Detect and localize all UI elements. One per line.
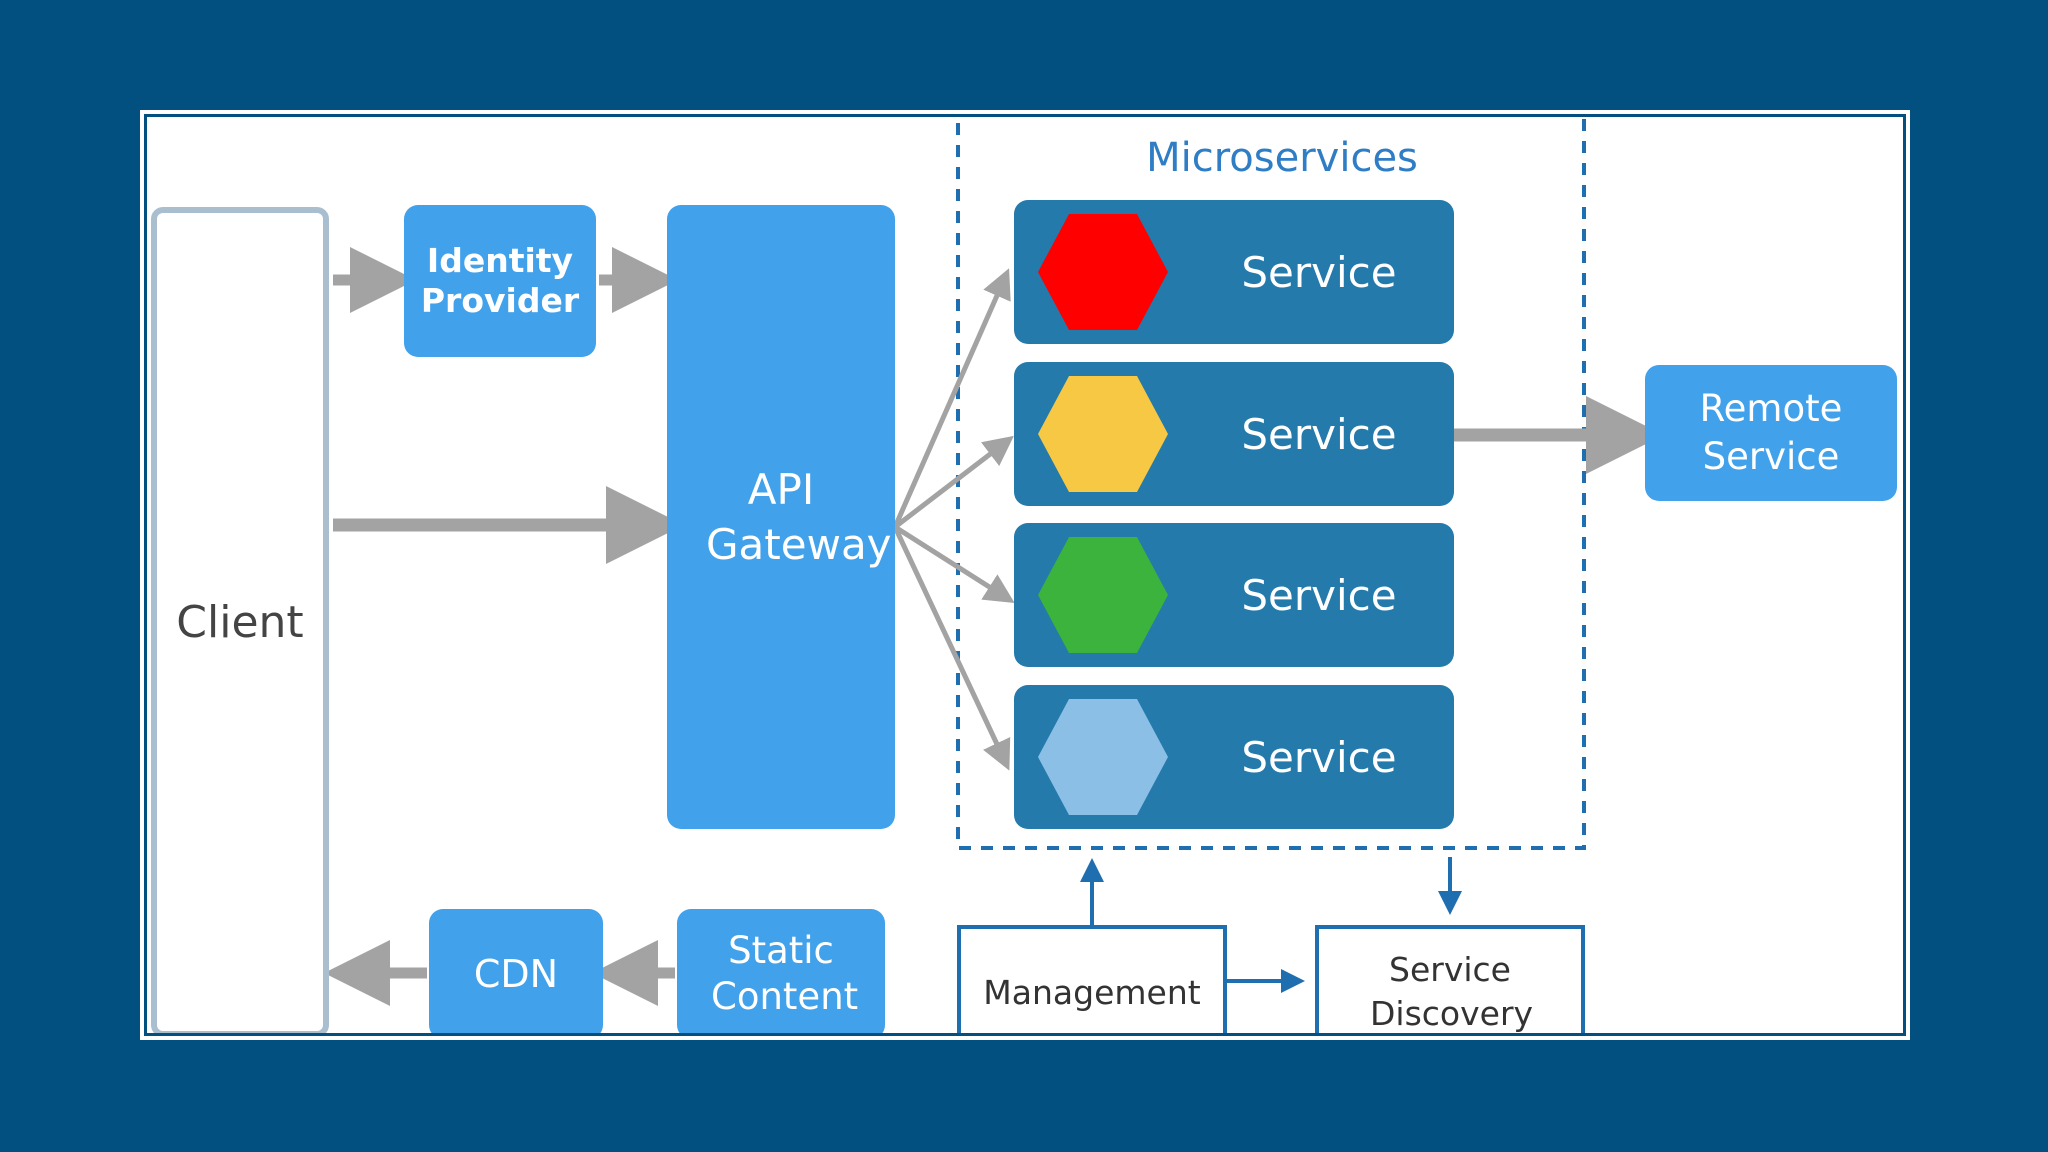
- service-label-3: Service: [1241, 570, 1397, 620]
- arrow-gateway-to-service-2: [893, 435, 1014, 529]
- service-label-1: Service: [1241, 247, 1397, 297]
- api-gateway-label: API Gateway: [706, 465, 892, 569]
- remote-service-node: Remote Service: [1645, 365, 1897, 501]
- hexagon-icon-green: [1038, 537, 1168, 653]
- arrow-gateway-to-service-3: [893, 524, 1015, 604]
- hexagon-green-shape: [1038, 537, 1168, 653]
- identity-provider-node: Identity Provider: [404, 205, 596, 357]
- identity-provider-label: Identity Provider: [420, 241, 580, 320]
- connector-layer: [324, 117, 1664, 1006]
- service-label-4: Service: [1241, 732, 1397, 782]
- service-discovery-node: Service Discovery: [1315, 925, 1585, 1033]
- service-discovery-label: Service Discovery: [1370, 950, 1534, 1033]
- hexagon-red-shape: [1038, 214, 1168, 330]
- hexagon-icon-light-blue: [1038, 699, 1168, 815]
- hexagon-icon-red: [1038, 214, 1168, 330]
- arrow-gateway-to-service-1: [892, 268, 1011, 529]
- hexagon-yellow-shape: [1038, 376, 1168, 492]
- static-content-node: Static Content: [677, 909, 885, 1033]
- diagram-canvas: Client Identity Provider API Gateway Mic…: [147, 117, 1903, 1033]
- cdn-label: CDN: [473, 952, 559, 996]
- arrow-gateway-to-service-4: [892, 525, 1011, 771]
- api-gateway-node: API Gateway: [667, 205, 895, 829]
- static-content-label: Static Content: [711, 929, 859, 1018]
- service-label-2: Service: [1241, 409, 1397, 459]
- client-label: Client: [176, 596, 304, 648]
- management-node: Management: [957, 925, 1227, 1033]
- hexagon-light-blue-shape: [1038, 699, 1168, 815]
- cdn-node: CDN: [429, 909, 603, 1033]
- service-node-3: Service: [1014, 523, 1454, 667]
- client-node: Client: [151, 207, 329, 1033]
- management-label: Management: [983, 972, 1201, 1012]
- service-node-2: Service: [1014, 362, 1454, 506]
- remote-service-label: Remote Service: [1699, 387, 1843, 478]
- hexagon-icon-yellow: [1038, 376, 1168, 492]
- service-node-1: Service: [1014, 200, 1454, 344]
- service-node-4: Service: [1014, 685, 1454, 829]
- microservices-title: Microservices: [1146, 135, 1418, 181]
